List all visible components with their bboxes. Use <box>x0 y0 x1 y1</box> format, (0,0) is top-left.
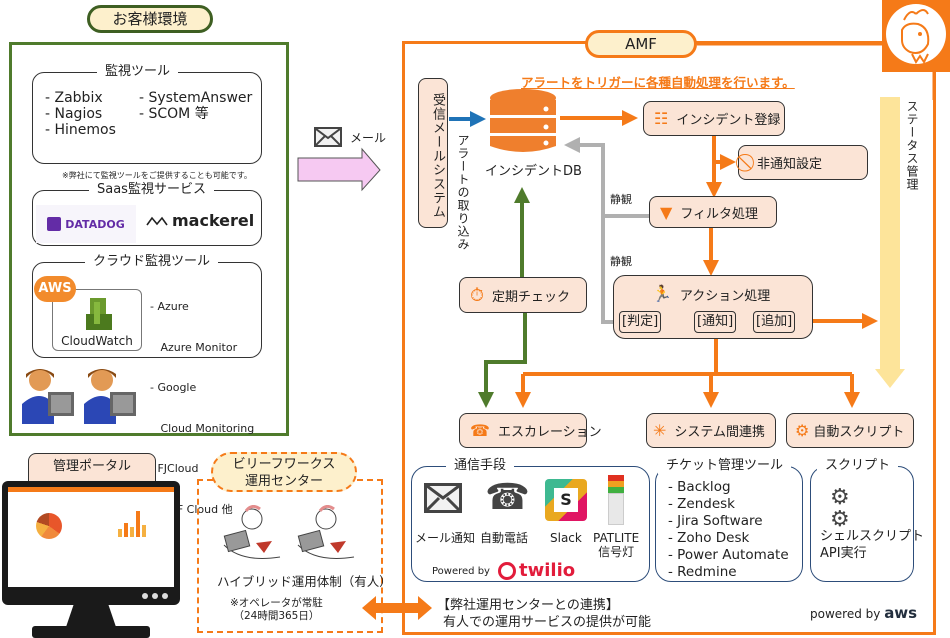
incident-db-label: インシデントDB <box>485 164 582 179</box>
monitoring-note: ※弊社にて監視ツールをご提供することも可能です。 <box>62 171 252 180</box>
twilio-powered-by: Powered by <box>432 566 490 577</box>
portal-screen <box>8 487 174 587</box>
center-link-text: 【弊社運用センターとの連携】 有人での運用サービスの提供が可能 <box>437 598 652 630</box>
saas-legend: Saas監視サービス <box>89 182 214 198</box>
mute-setting-node[interactable]: ⃠非通知設定 <box>738 145 868 180</box>
step-notify[interactable]: [通知] <box>694 311 737 333</box>
portal-pie-chart <box>36 513 62 539</box>
script-box: スクリプト <box>810 458 914 582</box>
incident-db-icon[interactable] <box>488 88 558 156</box>
status-mgmt-label: ステータス管理 <box>905 100 919 191</box>
amf-headline: アラートをトリガーに各種自動処理を行います。 <box>521 75 795 90</box>
goat-operator-icon <box>297 505 355 559</box>
mail-inflow-arrow <box>297 147 381 192</box>
script-legend: スクリプト <box>817 458 899 474</box>
monitoring-col1: - Zabbix - Nagios - Hinemos <box>45 90 116 138</box>
customer-environment <box>9 42 289 436</box>
tool-scom: - SCOM 等 <box>139 106 209 122</box>
cloud-legend: クラウド監視ツール <box>85 254 219 270</box>
comm-legend: 通信手段 <box>446 458 515 474</box>
comm-phone: 自動電話 <box>480 531 529 545</box>
twilio-icon <box>498 561 516 580</box>
step-judge[interactable]: [判定] <box>619 311 662 333</box>
saas-box: Saas監視サービス <box>32 182 262 246</box>
observe-label-1: 静観 <box>610 193 632 206</box>
mail-label: メール <box>350 131 387 145</box>
patlite-icon <box>608 475 624 525</box>
incident-register-node[interactable]: ☷インシデント登録 <box>643 101 785 136</box>
amf-title: AMF <box>585 30 697 58</box>
step-append[interactable]: [追加] <box>753 311 796 333</box>
aws-cloud-badge: AWS <box>34 276 76 302</box>
goat-logo <box>882 0 950 72</box>
comm-mail: メール通知 <box>415 531 476 545</box>
stopwatch-icon: ⏱ <box>470 284 485 306</box>
datadog-icon <box>47 217 62 231</box>
monitor[interactable] <box>2 481 180 605</box>
operator-icon <box>22 369 74 424</box>
operator-goats <box>222 505 356 563</box>
twilio-logo: twilio <box>498 560 575 581</box>
mail-notify-icon <box>424 483 462 513</box>
comm-slack: Slack <box>550 531 582 545</box>
operator-icon <box>84 369 136 424</box>
ticket-tools-box: チケット管理ツール <box>655 458 803 582</box>
checklist-icon: ☷ <box>654 109 669 128</box>
monitoring-tools-legend: 監視ツール <box>97 64 179 80</box>
observe-label-2: 静観 <box>610 255 632 268</box>
funnel-icon: ▼ <box>660 202 673 222</box>
gears-icon: ⚙ <box>795 421 810 440</box>
hybrid-label: ハイブリッド運用体制（有人） <box>217 574 392 589</box>
mackerel-logo: mackerel <box>146 211 254 230</box>
ticket-legend: チケット管理ツール <box>658 458 792 474</box>
cloudwatch-card: CloudWatch <box>52 289 142 351</box>
script-gears-icon: ⚙⚙ <box>830 485 850 532</box>
escalation-node[interactable]: ☎エスカレーション <box>459 413 602 448</box>
ops-center-title: ビリーフワークス運用センター <box>211 452 357 492</box>
cloudwatch-icon <box>86 298 112 330</box>
portal-bar-chart <box>118 507 148 537</box>
tool-zabbix: - Zabbix <box>45 90 103 106</box>
filter-node[interactable]: ▼フィルタ処理 <box>649 196 777 228</box>
aws-logo: aws <box>884 604 918 622</box>
customer-env-title: お客様環境 <box>87 5 213 33</box>
phone-icon: ☎ <box>470 421 490 440</box>
auto-call-icon: ☎ <box>485 477 530 518</box>
tool-nagios: - Nagios <box>45 106 103 122</box>
powered-by-aws: powered by aws <box>810 604 918 622</box>
goat-operator-icon <box>223 505 281 559</box>
operators <box>22 366 140 424</box>
runner-icon: 🏃 <box>652 284 672 303</box>
mail-icon <box>314 127 342 147</box>
system-link-node[interactable]: ✳システム間連携 <box>646 413 776 448</box>
ticket-list: - Backlog - Zendesk - Jira Software - Zo… <box>668 479 789 580</box>
monitor-base <box>32 626 150 638</box>
tool-systemanswer: - SystemAnswer <box>139 90 253 106</box>
monitoring-col2: - SystemAnswer - SCOM 等 <box>139 90 252 122</box>
auto-script-node[interactable]: ⚙自動スクリプト <box>786 413 914 448</box>
goat-icon <box>886 4 946 64</box>
comm-means-box: 通信手段 <box>411 458 650 582</box>
periodic-check-node[interactable]: ⏱定期チェック <box>459 277 587 313</box>
cloud-monitoring-box: クラウド監視ツール <box>32 254 262 358</box>
monitor-stand <box>66 605 116 627</box>
ops-note: ※オペレータが常駐（24時間365日） <box>230 597 323 622</box>
mail-system-box[interactable]: 受信メールシステム <box>418 78 448 228</box>
network-icon: ✳ <box>653 421 667 440</box>
status-arrow-body <box>880 97 900 369</box>
alert-import-label: アラートの取り込み <box>456 134 470 251</box>
mackerel-icon <box>146 216 168 225</box>
tool-hinemos: - Hinemos <box>45 122 116 138</box>
slack-icon: S <box>545 479 587 521</box>
center-link-arrow <box>362 596 432 620</box>
datadog-logo: DATADOG <box>36 205 136 243</box>
monitoring-tools-box: 監視ツール <box>32 64 262 164</box>
